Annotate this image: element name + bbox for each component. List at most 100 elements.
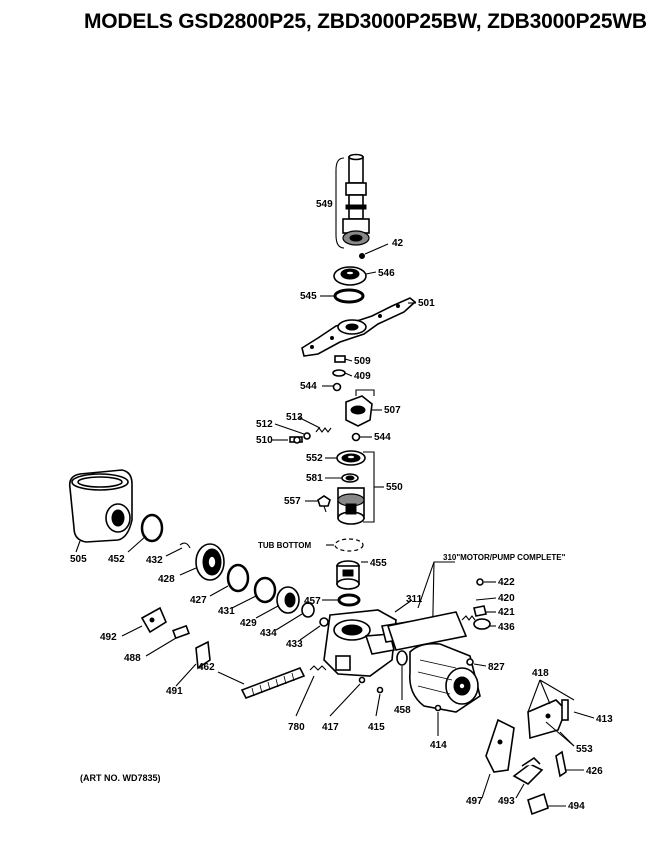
part-488-switch — [172, 624, 190, 640]
motor-pump-complete-label: 310"MOTOR/PUMP COMPLETE" — [443, 553, 566, 562]
part-493-clip — [512, 756, 544, 785]
label-513: 513 — [286, 412, 303, 423]
label-452: 452 — [108, 554, 125, 565]
part-505-duct — [68, 469, 133, 543]
part-510-screw — [289, 436, 303, 444]
label-409: 409 — [354, 371, 371, 382]
part-552-gear — [336, 450, 366, 466]
label-421: 421 — [498, 607, 515, 618]
part-42-ball — [359, 253, 365, 259]
label-428: 428 — [158, 574, 175, 585]
diagram-title: MODELS GSD2800P25, ZBD3000P25BW, ZDB3000… — [84, 10, 647, 33]
part-512-washer — [303, 432, 311, 440]
label-491: 491 — [166, 686, 183, 697]
part-501-spray-arm — [301, 297, 417, 357]
part-431-ring — [253, 576, 277, 604]
part-827-screw — [466, 658, 474, 666]
motor-body — [408, 642, 481, 713]
label-488: 488 — [124, 653, 141, 664]
part-544-lower — [351, 432, 361, 442]
label-493: 493 — [498, 796, 515, 807]
art-number: (ART NO. WD7835) — [80, 773, 161, 783]
part-310-motor-bracket — [386, 561, 468, 661]
label-434: 434 — [260, 628, 277, 639]
label-544-upper: 544 — [300, 381, 317, 392]
part-557-fitting — [317, 495, 331, 513]
label-509: 509 — [354, 356, 371, 367]
label-550: 550 — [386, 482, 403, 493]
label-429: 429 — [240, 618, 257, 629]
part-414-screw — [434, 704, 442, 712]
label-417: 417 — [322, 722, 339, 733]
label-418: 418 — [532, 668, 549, 679]
part-544-upper — [332, 382, 342, 392]
label-780: 780 — [288, 722, 305, 733]
label-427: 427 — [190, 595, 207, 606]
part-409-washer — [332, 369, 353, 377]
part-780-spring — [309, 665, 327, 671]
label-549: 549 — [316, 199, 333, 210]
label-426: 426 — [586, 766, 603, 777]
label-545: 545 — [300, 291, 317, 302]
label-552: 552 — [306, 453, 323, 464]
label-462: 462 — [198, 662, 215, 673]
part-422-screw — [476, 578, 484, 586]
label-557: 557 — [284, 496, 301, 507]
part-581-seal — [341, 473, 359, 483]
part-507-hub — [345, 389, 382, 427]
part-550-impeller-housing — [337, 487, 365, 525]
part-417-screw — [358, 676, 366, 684]
label-581: 581 — [306, 473, 323, 484]
label-457: 457 — [304, 596, 321, 607]
label-432: 432 — [146, 555, 163, 566]
label-497: 497 — [466, 796, 483, 807]
part-428-gear — [195, 543, 225, 581]
label-505: 505 — [70, 554, 87, 565]
label-311: 311 — [406, 594, 423, 605]
label-455: 455 — [370, 558, 387, 569]
tub-bottom-label: TUB BOTTOM — [258, 541, 312, 550]
label-501: 501 — [418, 298, 435, 309]
part-415-screw — [376, 686, 384, 694]
part-494-nut — [527, 792, 549, 816]
part-452-ring — [140, 513, 164, 543]
part-458-clamp — [396, 650, 408, 666]
label-494: 494 — [568, 801, 585, 812]
part-492-bracket — [140, 606, 168, 634]
part-546-cap — [333, 266, 367, 286]
label-431: 431 — [218, 606, 235, 617]
label-413: 413 — [596, 714, 613, 725]
part-427-ring — [226, 563, 250, 593]
label-492: 492 — [100, 632, 117, 643]
part-549-tube-assembly — [335, 153, 370, 249]
label-458: 458 — [394, 705, 411, 716]
part-413-pin — [561, 699, 569, 721]
part-513-spring — [315, 427, 332, 433]
part-420-spring — [461, 615, 476, 621]
label-546: 546 — [378, 268, 395, 279]
label-42: 42 — [392, 238, 404, 249]
part-434-seal — [301, 602, 315, 618]
part-545-ring — [333, 288, 365, 304]
part-457-ring — [337, 593, 361, 607]
part-455-sump — [336, 560, 360, 590]
label-415: 415 — [368, 722, 385, 733]
label-433: 433 — [286, 639, 303, 650]
label-544-lower: 544 — [374, 432, 391, 443]
label-420: 420 — [498, 593, 515, 604]
label-827: 827 — [488, 662, 505, 673]
part-509-screw — [334, 355, 353, 363]
label-422: 422 — [498, 577, 515, 588]
part-491-bracket — [195, 640, 211, 670]
part-433-washer — [319, 617, 329, 627]
part-497-bracket — [485, 718, 515, 773]
label-414: 414 — [430, 740, 447, 751]
label-512: 512 — [256, 419, 273, 430]
label-507: 507 — [384, 405, 401, 416]
tub-bottom-outline — [334, 538, 364, 552]
label-436: 436 — [498, 622, 515, 633]
part-426-clip — [555, 750, 567, 778]
part-429-impeller — [276, 586, 300, 614]
part-432-clip — [179, 542, 191, 549]
